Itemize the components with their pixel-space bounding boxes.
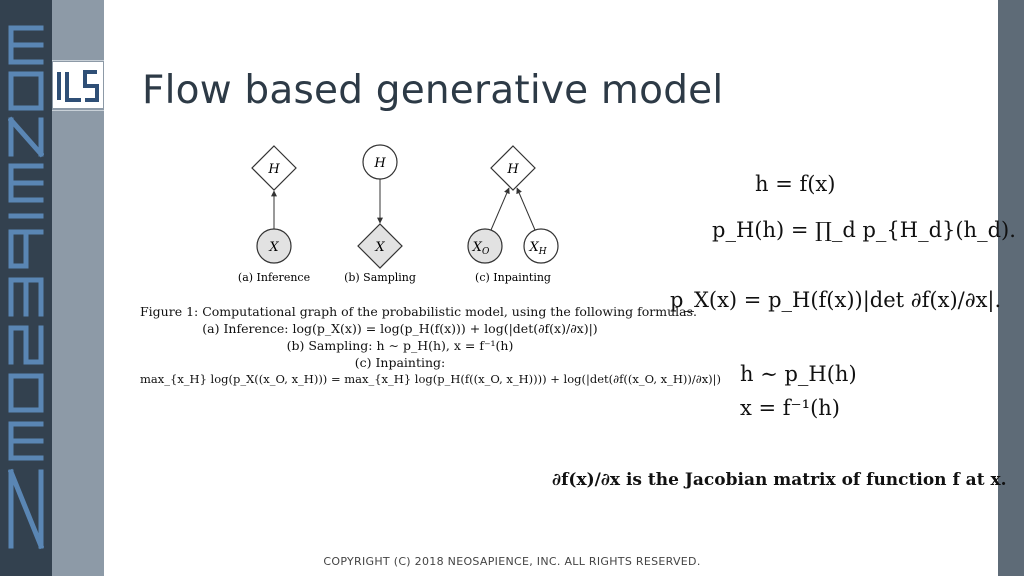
node-label-h: H xyxy=(267,162,280,177)
caption-line: (a) Inference: log(p_X(x)) = log(p_H(f(x… xyxy=(202,321,598,336)
computational-graph-figure: H X (a) Inference H X (b) Sampling H XO … xyxy=(230,140,570,294)
jacobian-note: ∂f(x)/∂x is the Jacobian matrix of funct… xyxy=(552,470,1007,490)
node-label-h: H xyxy=(506,162,519,177)
circle-node-xo xyxy=(467,228,503,264)
brand-wordmark xyxy=(7,22,45,556)
graph-inference: H X (a) Inference xyxy=(238,145,310,284)
equation-h-equals-fx: h = f(x) xyxy=(755,172,836,196)
divider-line xyxy=(52,110,104,111)
caption-line: (c) Inpainting: xyxy=(354,355,446,370)
label-inpainting: (c) Inpainting xyxy=(475,271,551,284)
node-label-x: X xyxy=(374,240,385,255)
arrow-edge xyxy=(490,187,510,231)
graph-sampling: H X (b) Sampling xyxy=(344,144,416,284)
divider-line xyxy=(52,60,104,61)
arrow-edge xyxy=(516,187,536,231)
label-inference: (a) Inference xyxy=(238,271,310,284)
label-sampling: (b) Sampling xyxy=(344,271,416,284)
node-label-xo: XO xyxy=(472,240,490,257)
equation-change-of-variables: p_X(x) = p_H(f(x))|det ∂f(x)/∂x|. xyxy=(670,288,1002,312)
node-label-xh: XH xyxy=(528,240,546,257)
right-accent-bar xyxy=(998,0,1024,576)
page-title: Flow based generative model xyxy=(142,68,724,113)
diamond-node-h xyxy=(490,145,536,191)
logo-icon xyxy=(53,62,103,108)
caption-line: max_{x_H} log(p_X((x_O, x_H))) = max_{x_… xyxy=(140,372,722,386)
equation-prior-product: p_H(h) = ∏_d p_{H_d}(h_d). xyxy=(712,218,1016,242)
caption-line: (b) Sampling: h ∼ p_H(h), x = f⁻¹(h) xyxy=(286,338,514,353)
circle-node-xh xyxy=(523,228,559,264)
diamond-node-h xyxy=(251,145,297,191)
graph-inpainting: H XO XH (c) Inpainting xyxy=(467,145,559,284)
node-label-h: H xyxy=(373,156,386,171)
node-label-x: X xyxy=(268,240,279,255)
caption-line: Figure 1: Computational graph of the pro… xyxy=(140,304,698,319)
figure-caption: Figure 1: Computational graph of the pro… xyxy=(140,303,722,388)
equation-inverse-flow: x = f⁻¹(h) xyxy=(740,396,840,420)
diamond-node-x xyxy=(357,223,403,269)
equation-sample-h: h ∼ p_H(h) xyxy=(740,362,857,386)
copyright-footer: COPYRIGHT (C) 2018 NEOSAPIENCE, INC. ALL… xyxy=(323,555,701,568)
